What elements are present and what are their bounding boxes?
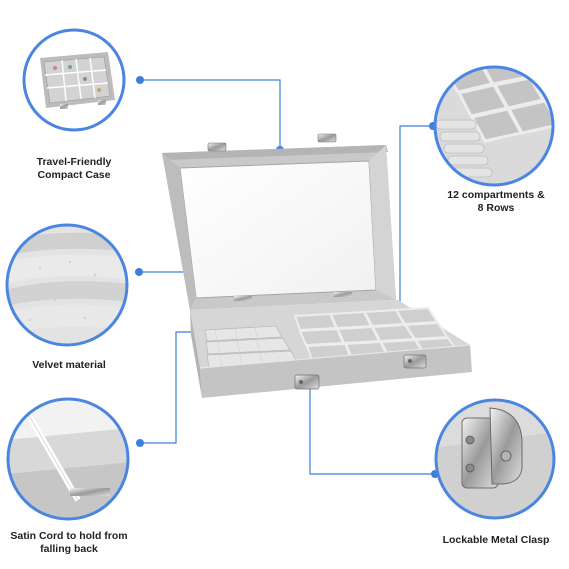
caption-cord-line-2: falling back bbox=[40, 543, 98, 555]
detail-circle-compact bbox=[22, 28, 126, 132]
caption-clasp: Lockable Metal Clasp bbox=[432, 534, 560, 547]
front-clasp-right bbox=[403, 354, 427, 369]
caption-compact: Travel-Friendly Compact Case bbox=[14, 156, 134, 182]
lid-glass bbox=[179, 160, 377, 299]
caption-velvet-line-1: Velvet material bbox=[32, 359, 106, 371]
callout-line-clasp bbox=[309, 383, 435, 475]
caption-compact-line-1: Travel-Friendly bbox=[36, 156, 112, 168]
base-side bbox=[190, 310, 202, 398]
caption-cord-line-1: Satin Cord to hold from bbox=[10, 530, 128, 542]
caption-compartments-line-2: 8 Rows bbox=[477, 202, 515, 214]
caption-compact-line-2: Compact Case bbox=[37, 169, 111, 181]
caption-clasp-line-1: Lockable Metal Clasp bbox=[442, 534, 550, 546]
detail-circle-compartments bbox=[433, 65, 555, 187]
caption-cord: Satin Cord to hold from falling back bbox=[2, 530, 136, 556]
detail-circle-cord bbox=[6, 397, 130, 521]
callout-line-compact bbox=[140, 79, 281, 150]
caption-velvet: Velvet material bbox=[10, 359, 128, 372]
jewelry-box-main bbox=[162, 133, 472, 398]
compartment-grid bbox=[293, 306, 460, 362]
detail-circle-clasp bbox=[434, 398, 556, 520]
caption-compartments: 12 compartments & 8 Rows bbox=[434, 189, 558, 215]
front-clasp-left bbox=[294, 374, 320, 390]
detail-circle-velvet bbox=[5, 223, 129, 347]
caption-compartments-line-1: 12 compartments & bbox=[447, 189, 545, 201]
